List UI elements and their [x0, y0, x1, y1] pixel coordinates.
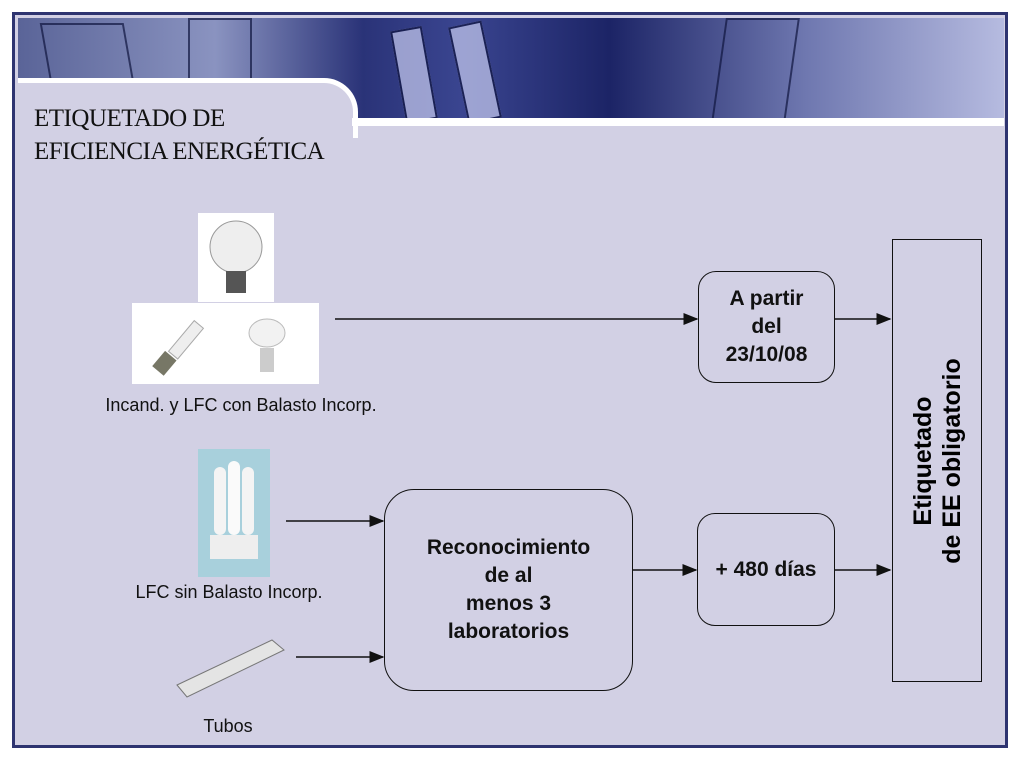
tube-fixture-image [172, 635, 288, 701]
recognition-line-1: Reconocimiento [426, 536, 591, 559]
incandescent-bulb-image [198, 213, 274, 302]
date-box: A partir del 23/10/08 [698, 271, 835, 383]
tubos-label: Tubos [203, 716, 253, 736]
slide-title: ETIQUETADO DE EFICIENCIA ENERGÉTICA [34, 102, 325, 168]
result-box: Etiquetado de EE obligatorio [892, 239, 982, 682]
days-text: + 480 días [715, 557, 817, 581]
lfc-label: LFC sin Balasto Incorp. [135, 582, 323, 602]
cfl-bulbs-image [132, 303, 319, 384]
title-line-1: ETIQUETADO DE [34, 105, 225, 132]
days-box: + 480 días [697, 513, 835, 626]
cfl-plugin-image [198, 449, 270, 577]
date-box-line-2: del [751, 315, 782, 338]
incand-label: Incand. y LFC con Balasto Incorp. [105, 395, 377, 415]
result-line-2: de EE obligatorio [938, 358, 966, 564]
recognition-box: Reconocimiento de al menos 3 laboratorio… [384, 489, 633, 691]
recognition-line-3: menos 3 [465, 592, 552, 615]
header-cutout [18, 78, 358, 138]
date-box-line-3: 23/10/08 [725, 343, 808, 366]
recognition-line-2: de al [484, 564, 533, 587]
result-line-1: Etiquetado [909, 396, 937, 526]
header-strip [352, 118, 1004, 126]
date-box-line-1: A partir [729, 287, 804, 310]
recognition-line-4: laboratorios [447, 620, 570, 643]
title-line-2: EFICIENCIA ENERGÉTICA [34, 138, 325, 165]
